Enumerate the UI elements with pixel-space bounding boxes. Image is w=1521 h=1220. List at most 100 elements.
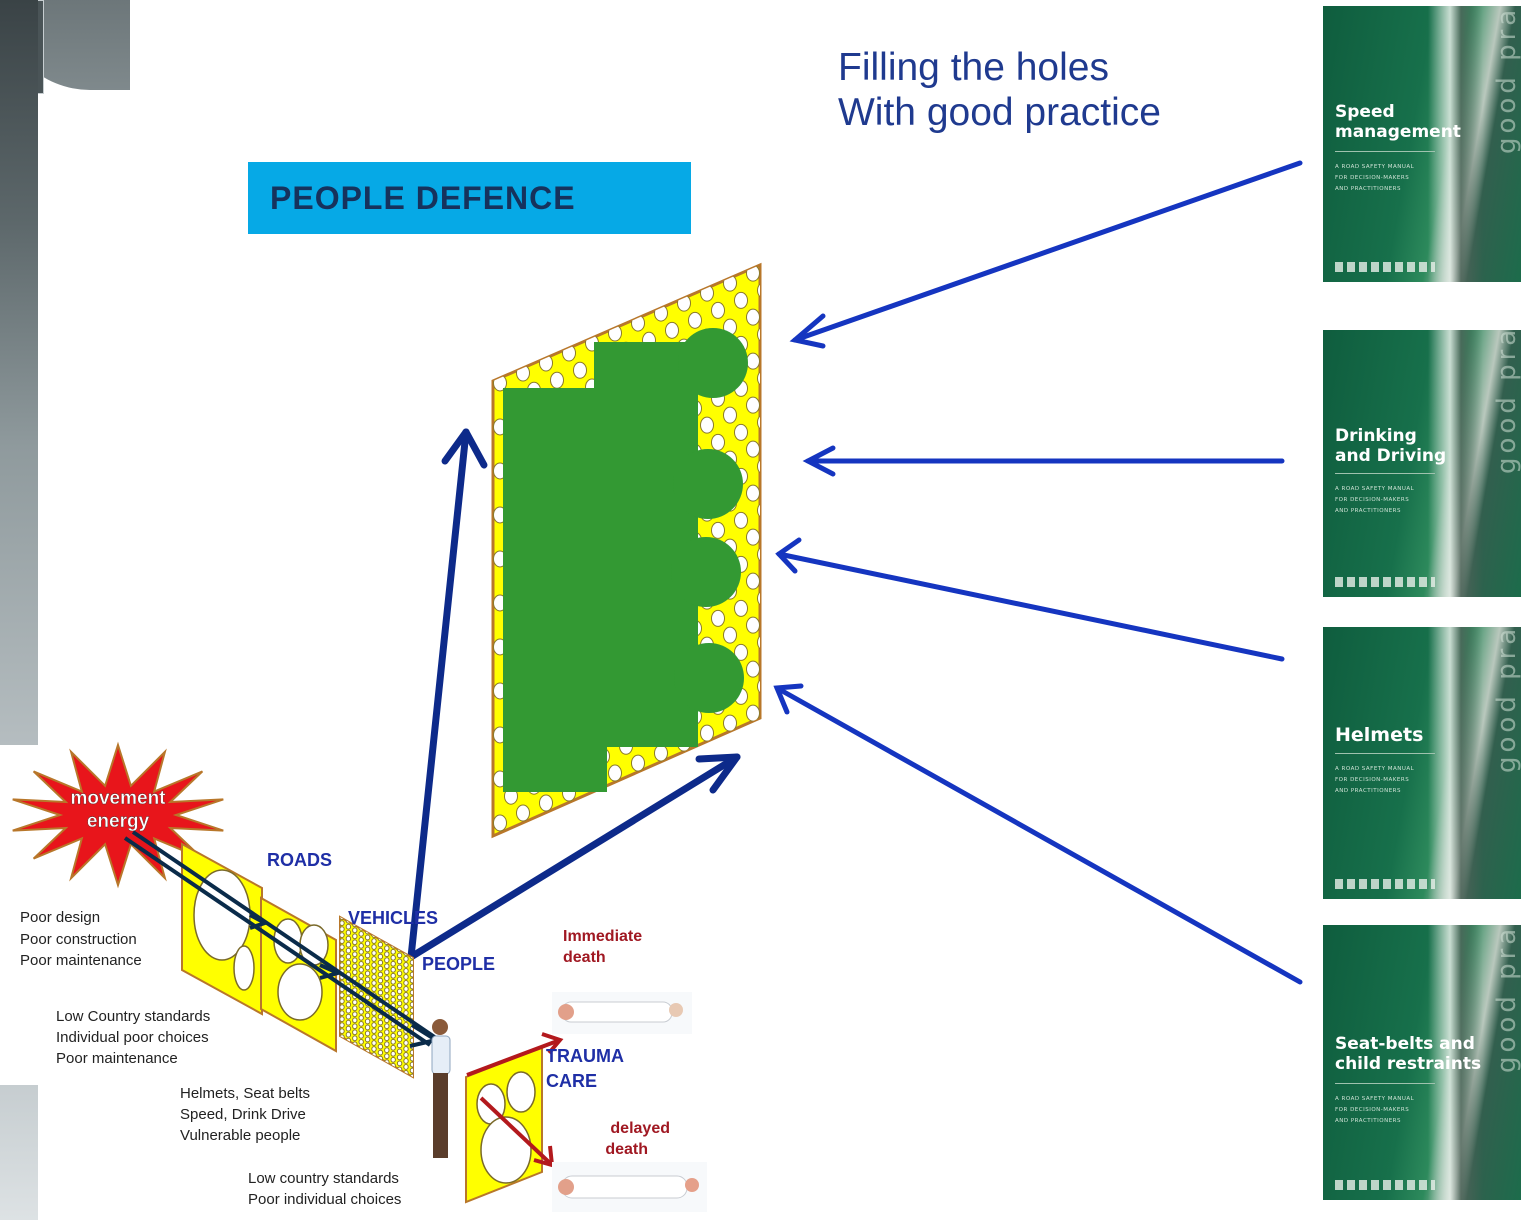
plate-hole — [746, 704, 760, 722]
people-layer-hole — [396, 1042, 403, 1049]
book-title-line: management — [1335, 122, 1461, 142]
green-patch-circle — [674, 643, 744, 713]
people-layer-hole — [409, 1061, 413, 1068]
plate-hole — [746, 572, 760, 590]
people-layer-hole — [345, 1031, 352, 1038]
plate-hole — [573, 801, 587, 819]
plate-hole — [596, 791, 610, 809]
people-layer-hole — [371, 956, 377, 962]
people-layer-hole — [390, 990, 396, 997]
people-layer-hole — [384, 969, 390, 976]
plate-hole — [723, 802, 737, 820]
good-practice-patches — [503, 328, 748, 792]
people-layer-hole — [364, 1030, 371, 1037]
road-factor: Poor design — [20, 909, 100, 926]
people-layer-hole — [358, 942, 364, 949]
plate-hole — [632, 843, 645, 859]
people-layer-hole — [403, 1046, 409, 1052]
people-layer-hole — [340, 938, 345, 945]
people-layer-hole — [377, 1037, 384, 1044]
immediate-death-label: Immediate — [563, 928, 642, 945]
people-layer-hole — [396, 976, 403, 983]
people-layer-hole — [340, 1004, 345, 1011]
plate-hole — [688, 311, 702, 329]
arrowhead — [775, 537, 802, 574]
energy-label-line: energy — [87, 811, 150, 832]
arrow-model-right — [407, 753, 741, 961]
people-layer-hole — [409, 1067, 413, 1074]
people-layer-hole — [384, 951, 390, 958]
people-layer-hole — [396, 1036, 403, 1043]
arrow-delayed — [479, 1096, 554, 1167]
plate-hole — [608, 764, 622, 782]
book-texture — [1428, 925, 1483, 1200]
people-layer-hole — [340, 1022, 345, 1029]
arrow-speed — [792, 160, 1303, 343]
people-layer-hole — [358, 954, 364, 961]
plate-hole — [746, 440, 760, 458]
people-layer-hole — [377, 1025, 384, 1032]
people-layer-hole — [384, 1047, 390, 1054]
people-layer-hole — [390, 954, 396, 961]
people-layer-hole — [403, 1052, 409, 1058]
plate-hole — [608, 808, 622, 826]
plate-hole — [734, 643, 748, 661]
heading: Filling the holes With good practice — [838, 45, 1161, 135]
people-layer-hole — [364, 970, 371, 977]
people-layer-hole — [403, 1004, 409, 1010]
plate-hole — [516, 804, 530, 822]
plate-hole — [665, 761, 679, 779]
plate-hole — [746, 308, 760, 326]
heading-line-1: Filling the holes — [838, 46, 1109, 89]
plate-hole — [540, 883, 553, 899]
people-layer-hole — [384, 987, 390, 994]
book-subtitle-line: AND PRACTITIONERS — [1335, 508, 1401, 514]
people-layer-hole — [358, 960, 364, 967]
vehicle-factor: Poor maintenance — [56, 1050, 178, 1067]
arrowhead — [319, 963, 344, 980]
people-layer-hole — [403, 980, 409, 986]
people-layer-hole — [396, 1054, 403, 1061]
people-layer-hole — [364, 1054, 371, 1061]
book-subtitle-line: AND PRACTITIONERS — [1335, 1118, 1401, 1124]
people-layer-hole — [409, 989, 413, 996]
plate-hole — [746, 396, 760, 414]
book-texture — [1428, 6, 1483, 282]
people-layer-hole — [345, 1025, 352, 1032]
plate-hole — [757, 457, 760, 475]
book-title-line: Seat-belts and — [1335, 1034, 1475, 1054]
people-layer-hole — [390, 972, 396, 979]
plate-hole — [551, 900, 564, 916]
people-layer-hole — [364, 952, 371, 959]
immediate-death-label: death — [563, 949, 606, 966]
trauma-care-label: CARE — [546, 1071, 597, 1091]
people-layer-hole — [358, 1038, 364, 1045]
people-layer-hole — [403, 968, 409, 974]
trauma-hole — [480, 1116, 532, 1184]
patient-body — [561, 1001, 673, 1023]
energy-path-line — [123, 836, 432, 1047]
people-factor: Speed, Drink Drive — [180, 1106, 306, 1123]
people-layer-hole — [377, 1031, 384, 1038]
people-layer-hole — [371, 1034, 377, 1040]
plate-hole — [642, 815, 656, 833]
book-rule — [1335, 473, 1435, 474]
people-layer-hole — [403, 1076, 409, 1077]
people-layer-hole — [390, 1038, 396, 1045]
plate-hole — [654, 744, 668, 762]
plate-hole — [504, 831, 518, 836]
plate-hole — [757, 325, 760, 343]
people-layer-hole — [345, 959, 352, 966]
people-layer-hole — [364, 1006, 371, 1013]
plate-hole — [734, 511, 748, 529]
people-layer-hole — [377, 971, 384, 978]
plate-hole — [643, 860, 656, 876]
people-layer-hole — [340, 1016, 345, 1023]
plate-hole — [550, 811, 564, 829]
people-layer-hole — [384, 1029, 390, 1036]
people-layer-hole — [345, 923, 352, 930]
people-layer-hole — [345, 1043, 352, 1050]
plate-hole — [711, 829, 725, 836]
book-title-line: and Driving — [1335, 446, 1447, 466]
